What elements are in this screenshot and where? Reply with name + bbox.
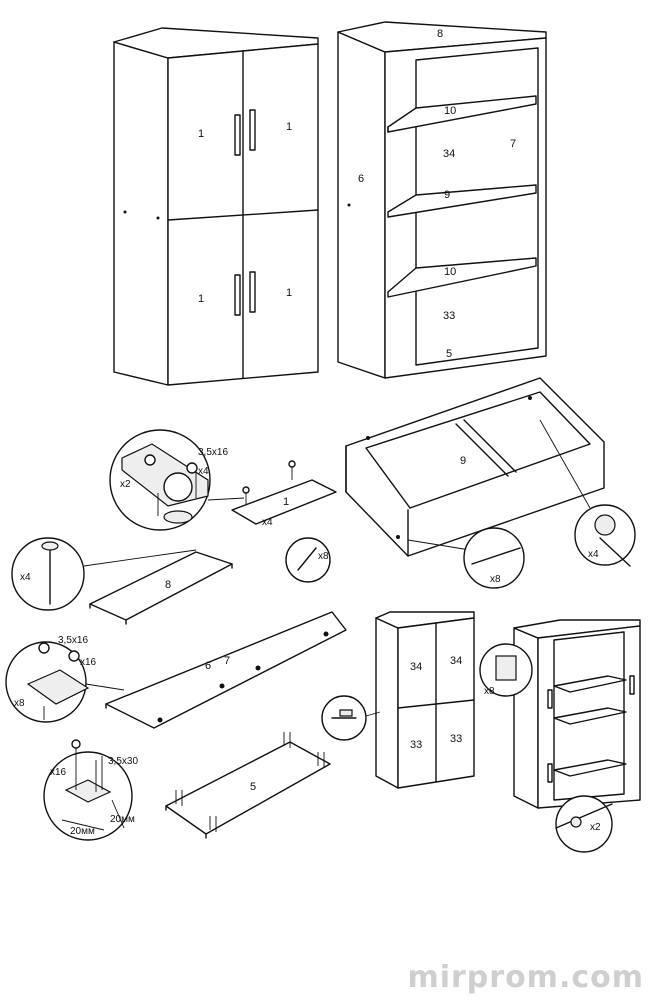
bottom-panel-step-label: 5 <box>250 781 256 793</box>
side-plate-qty: x8 <box>14 698 25 709</box>
step-dowels: x8 <box>285 537 331 583</box>
cabinet-closed: 1 1 1 1 <box>113 27 319 386</box>
side-panel-a: 6 <box>205 660 211 672</box>
top-panel-label: 8 <box>437 28 443 40</box>
door-label-3: 1 <box>198 293 204 305</box>
back-label-4: 33 <box>450 733 462 745</box>
step-frame: 9 x8 x4 <box>345 377 636 589</box>
back-label-2: 34 <box>450 655 462 667</box>
bottom-screw-qty: x16 <box>50 767 67 778</box>
door-panel-label: 1 <box>283 496 289 508</box>
bottom-panel-label: 5 <box>446 348 452 360</box>
back-label-3: 33 <box>410 739 422 751</box>
back-label-1: 34 <box>410 661 422 673</box>
back-lower-label: 33 <box>443 310 455 322</box>
dowel-insert-qty: x8 <box>318 551 329 562</box>
bottom-screw-size: 3,5x30 <box>108 756 138 767</box>
step-final-assembly: x8 x2 <box>479 619 641 853</box>
right-side-label: 7 <box>510 138 516 150</box>
door-label-4: 1 <box>286 287 292 299</box>
bottom-dim-b: 20мм <box>110 814 135 825</box>
dowel-detail-circle <box>11 537 85 611</box>
side-panel-b: 7 <box>224 655 230 667</box>
door-qty: x4 <box>262 517 273 528</box>
bottom-dim-a: 20мм <box>70 826 95 837</box>
eccentric-qty: x4 <box>588 549 599 560</box>
hinge-screw-qty: x4 <box>198 466 209 477</box>
screw-detail-circle <box>463 527 525 589</box>
knob-qty: x2 <box>590 822 601 833</box>
side-panel-label: 6 <box>358 173 364 185</box>
watermark: mirprom.com <box>407 960 644 995</box>
side-screw-qty: x16 <box>80 657 97 668</box>
frame-shelf-label: 9 <box>460 455 466 467</box>
back-upper-label: 34 <box>443 148 455 160</box>
door-label-1: 1 <box>198 128 204 140</box>
side-screw-size: 3,5x16 <box>58 635 88 646</box>
hinge-mount-qty: x8 <box>484 686 495 697</box>
shelf-low-label: 10 <box>444 266 456 278</box>
top-panel-step-label: 8 <box>165 579 171 591</box>
step-door-hinges: 3,5x16 x4 x2 1 x4 <box>109 429 337 531</box>
frame-screw-qty: x8 <box>490 574 501 585</box>
step-top-panel: x4 8 <box>11 537 233 625</box>
cabinet-open: 8 6 7 10 34 9 10 33 5 <box>337 21 547 379</box>
shelf-mid-label: 9 <box>444 189 450 201</box>
dowel-insert-circle <box>285 537 331 583</box>
step-back-panels: 34 34 33 33 <box>321 611 475 789</box>
shelf-top-label: 10 <box>444 105 456 117</box>
door-label-2: 1 <box>286 121 292 133</box>
dowel-qty: x4 <box>20 572 31 583</box>
hinge-screw-size: 3,5x16 <box>198 447 228 458</box>
step-bottom-panel: x16 3,5x30 20мм 20мм 5 <box>43 732 331 841</box>
hinge-plate-qty: x2 <box>120 479 131 490</box>
step-side-panels: 3,5x16 x16 x8 6 7 <box>5 611 347 729</box>
